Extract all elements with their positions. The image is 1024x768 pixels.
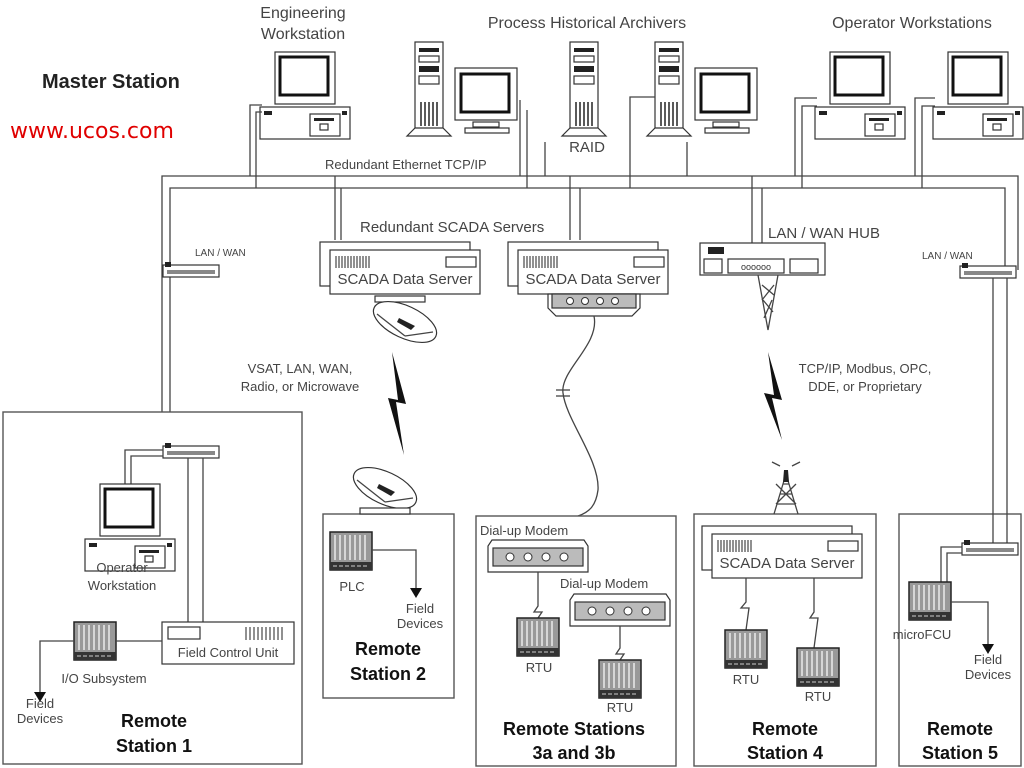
field-control-unit-icon [161, 621, 295, 665]
remote-station-1-box [2, 411, 303, 765]
svg-text:oooooo: oooooo [741, 262, 771, 272]
remote-stations-3-title-1: Remote Stations [503, 719, 645, 739]
archiver-monitor-2-icon [693, 66, 759, 135]
raid-label: RAID [569, 139, 605, 156]
microfcu-label: microFCU [893, 627, 952, 642]
master-station-title: Master Station [42, 71, 180, 93]
engineering-workstation-label-2: Workstation [261, 26, 345, 43]
scada-data-server-1-label: SCADA Data Server [337, 271, 472, 288]
rtu-3b-icon [598, 659, 642, 699]
field-control-unit-label: Field Control Unit [178, 645, 279, 660]
lan-wan-hub-right-icon [959, 262, 1017, 279]
engineering-workstation-label-1: Engineering [260, 5, 345, 22]
archiver-server-2-icon [646, 41, 692, 137]
remote-stations-3-title-2: 3a and 3b [532, 743, 615, 763]
remote-station-1-title-1: Remote [121, 711, 187, 731]
station-5-field-label-2: Devices [965, 667, 1012, 682]
redundant-scada-servers-label: Redundant SCADA Servers [360, 219, 544, 236]
hub-antenna-icon [757, 274, 779, 331]
rtu-4b-label: RTU [805, 689, 831, 704]
lan-wan-hub-label: LAN / WAN HUB [768, 225, 880, 242]
station-1-operator-label-2: Workstation [88, 578, 156, 593]
station-1-field-devices-arrow-icon [34, 692, 46, 702]
radio-tower-icon [773, 469, 799, 515]
dial-up-modem-label-1: Dial-up Modem [480, 523, 568, 538]
dial-up-modem-2-icon [569, 593, 671, 627]
remote-station-1-title-2: Station 1 [116, 736, 192, 756]
station-5-field-devices-arrow-icon [982, 644, 994, 654]
rtu-4a-icon [724, 629, 768, 669]
rtu-3a-icon [516, 617, 560, 657]
dial-up-modem-1-icon [487, 539, 589, 573]
redundant-ethernet-backbone [161, 96, 1019, 500]
dial-up-phone-line [562, 315, 599, 517]
remote-station-4-title-1: Remote [752, 719, 818, 739]
io-subsystem-icon [73, 621, 117, 661]
redundant-ethernet-label: Redundant Ethernet TCP/IP [325, 157, 487, 172]
remote-station-2-title-1: Remote [355, 639, 421, 659]
rtu-3a-label: RTU [526, 660, 552, 675]
dial-up-modem-label-2: Dial-up Modem [560, 576, 648, 591]
process-historical-archivers-label: Process Historical Archivers [488, 15, 686, 32]
lan-wan-hub-device-icon: oooooo [699, 242, 826, 276]
scada-data-server-2-label: SCADA Data Server [525, 271, 660, 288]
lan-wan-label-left: LAN / WAN [195, 248, 246, 259]
remote-station-5-box [898, 513, 1022, 767]
operator-workstation-2-icon [931, 50, 1024, 141]
station-1-field-label-1: Field [26, 696, 54, 711]
dish-mount-top [374, 295, 426, 303]
lightning-bolt-right-icon [764, 352, 782, 440]
phone-line-break-icon [556, 389, 570, 397]
vsat-label-2: Radio, or Microwave [241, 379, 360, 394]
microfcu-icon [908, 581, 952, 621]
remote-station-4-title-2: Station 4 [747, 743, 823, 763]
rtu-4a-label: RTU [733, 672, 759, 687]
plc-icon [329, 531, 373, 571]
protocols-label-2: DDE, or Proprietary [808, 379, 922, 394]
station-1-operator-label-1: Operator [96, 560, 148, 575]
url-label[interactable]: www.ucos.com [10, 119, 174, 144]
operator-workstation-1-icon [813, 50, 907, 141]
remote-station-5-title-1: Remote [927, 719, 993, 739]
lan-wan-label-right: LAN / WAN [922, 251, 973, 262]
station-2-field-devices-arrow-icon [410, 588, 422, 598]
scada-modem-icon [547, 293, 641, 317]
rtu-3b-label: RTU [607, 700, 633, 715]
station-1-field-label-2: Devices [17, 711, 64, 726]
engineering-workstation-icon [258, 50, 352, 141]
remote-station-5-title-2: Station 5 [922, 743, 998, 763]
lan-wan-hub-left-icon [162, 261, 220, 278]
station-4-scada-server-label: SCADA Data Server [719, 555, 854, 572]
station-2-field-label-2: Devices [397, 616, 444, 631]
plc-label: PLC [339, 579, 364, 594]
station-5-field-label-1: Field [974, 652, 1002, 667]
rtu-4b-icon [796, 647, 840, 687]
protocols-label-1: TCP/IP, Modbus, OPC, [799, 361, 932, 376]
lightning-bolt-left-icon [388, 352, 406, 455]
station-2-field-label-1: Field [406, 601, 434, 616]
archiver-server-1-icon [406, 41, 452, 137]
vsat-label-1: VSAT, LAN, WAN, [248, 361, 353, 376]
remote-station-2-title-2: Station 2 [350, 664, 426, 684]
archiver-monitor-1-icon [453, 66, 519, 135]
raid-server-icon [561, 41, 607, 137]
io-subsystem-label: I/O Subsystem [61, 671, 146, 686]
operator-workstations-label: Operator Workstations [832, 15, 992, 32]
